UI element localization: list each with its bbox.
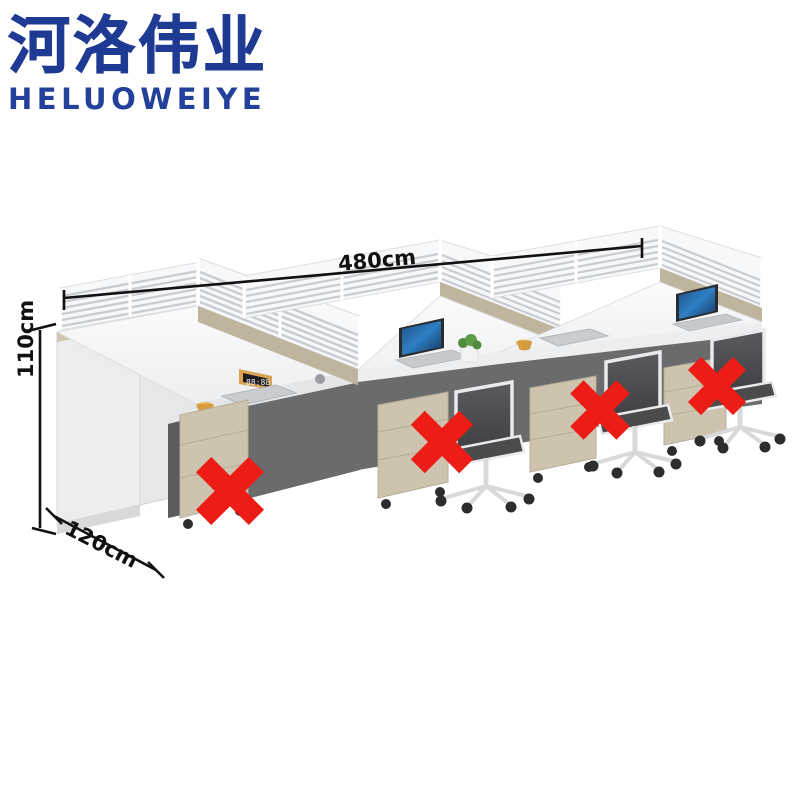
desk-accessory-laptop-closed: [220, 384, 298, 406]
brand-logo-latin: HELUOWEIYE: [8, 82, 267, 116]
svg-text:88:88: 88:88: [246, 378, 270, 387]
laptop-open-right[interactable]: [671, 284, 744, 332]
desk-accessory-plant: [458, 334, 482, 363]
brand-logo-chinese: 河洛伟业: [8, 9, 269, 82]
laptop-open-center[interactable]: [394, 318, 472, 369]
brand-logo: 河洛伟业 HELUOWEIYE: [8, 9, 318, 119]
pedestal-cabinet-3: [529, 375, 597, 483]
pedestal-cabinet-1: [179, 399, 249, 529]
desk-accessory-clock: 88:88: [239, 369, 272, 390]
screen-panel-right-rear: [490, 225, 662, 299]
pedestal-cabinet-2: [377, 391, 449, 509]
desk-accessory-cup-center: [516, 339, 532, 351]
cable-grommet-left: [315, 374, 325, 384]
desk-accessory-laptop-center-closed: [538, 328, 610, 347]
dimension-label-height: 110cm: [14, 299, 38, 378]
